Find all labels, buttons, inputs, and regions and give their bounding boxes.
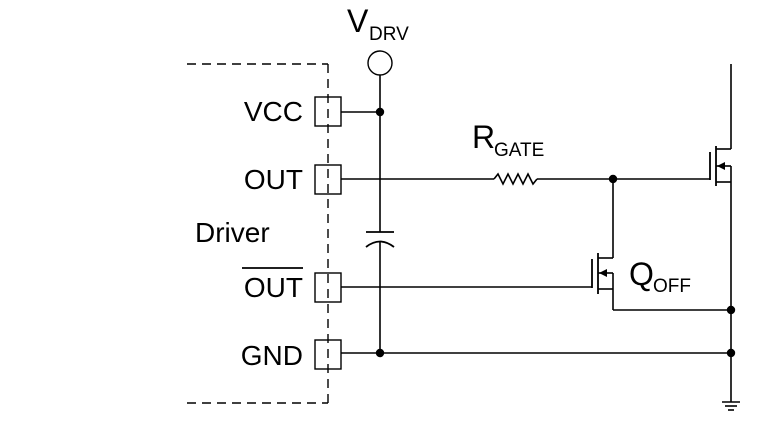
driver-boundary	[187, 63, 329, 404]
pin-label-gnd: GND	[241, 340, 303, 371]
gnd-net	[341, 305, 736, 358]
source-junction-dot	[726, 305, 736, 315]
pin-label-out: OUT	[244, 164, 303, 195]
ground-symbol	[722, 401, 740, 411]
power-mosfet	[709, 64, 732, 402]
pin-box-gnd	[314, 339, 342, 370]
vdrv-supply: V DRV	[347, 3, 409, 113]
out-net: R GATE	[341, 119, 710, 186]
pin-label-vcc: VCC	[244, 96, 303, 127]
gnd-junction-dot-right	[726, 348, 736, 358]
pin-label-out-bar: OUT	[244, 272, 303, 303]
rgate-label-main: R	[472, 119, 495, 155]
qoff-label-main: Q	[629, 256, 654, 292]
rgate-label-sub: GATE	[494, 140, 544, 161]
qoff-label-sub: OFF	[653, 276, 691, 297]
q-off-transistor: Q OFF	[341, 179, 731, 311]
gnd-junction-dot-left	[375, 348, 385, 358]
bypass-capacitor	[365, 112, 395, 353]
vdrv-label-sub: DRV	[369, 24, 409, 45]
vdrv-terminal-circle	[367, 50, 393, 76]
driver-label: Driver	[195, 217, 270, 248]
gate-resistor	[493, 172, 538, 186]
vdrv-label-main: V	[347, 3, 369, 39]
